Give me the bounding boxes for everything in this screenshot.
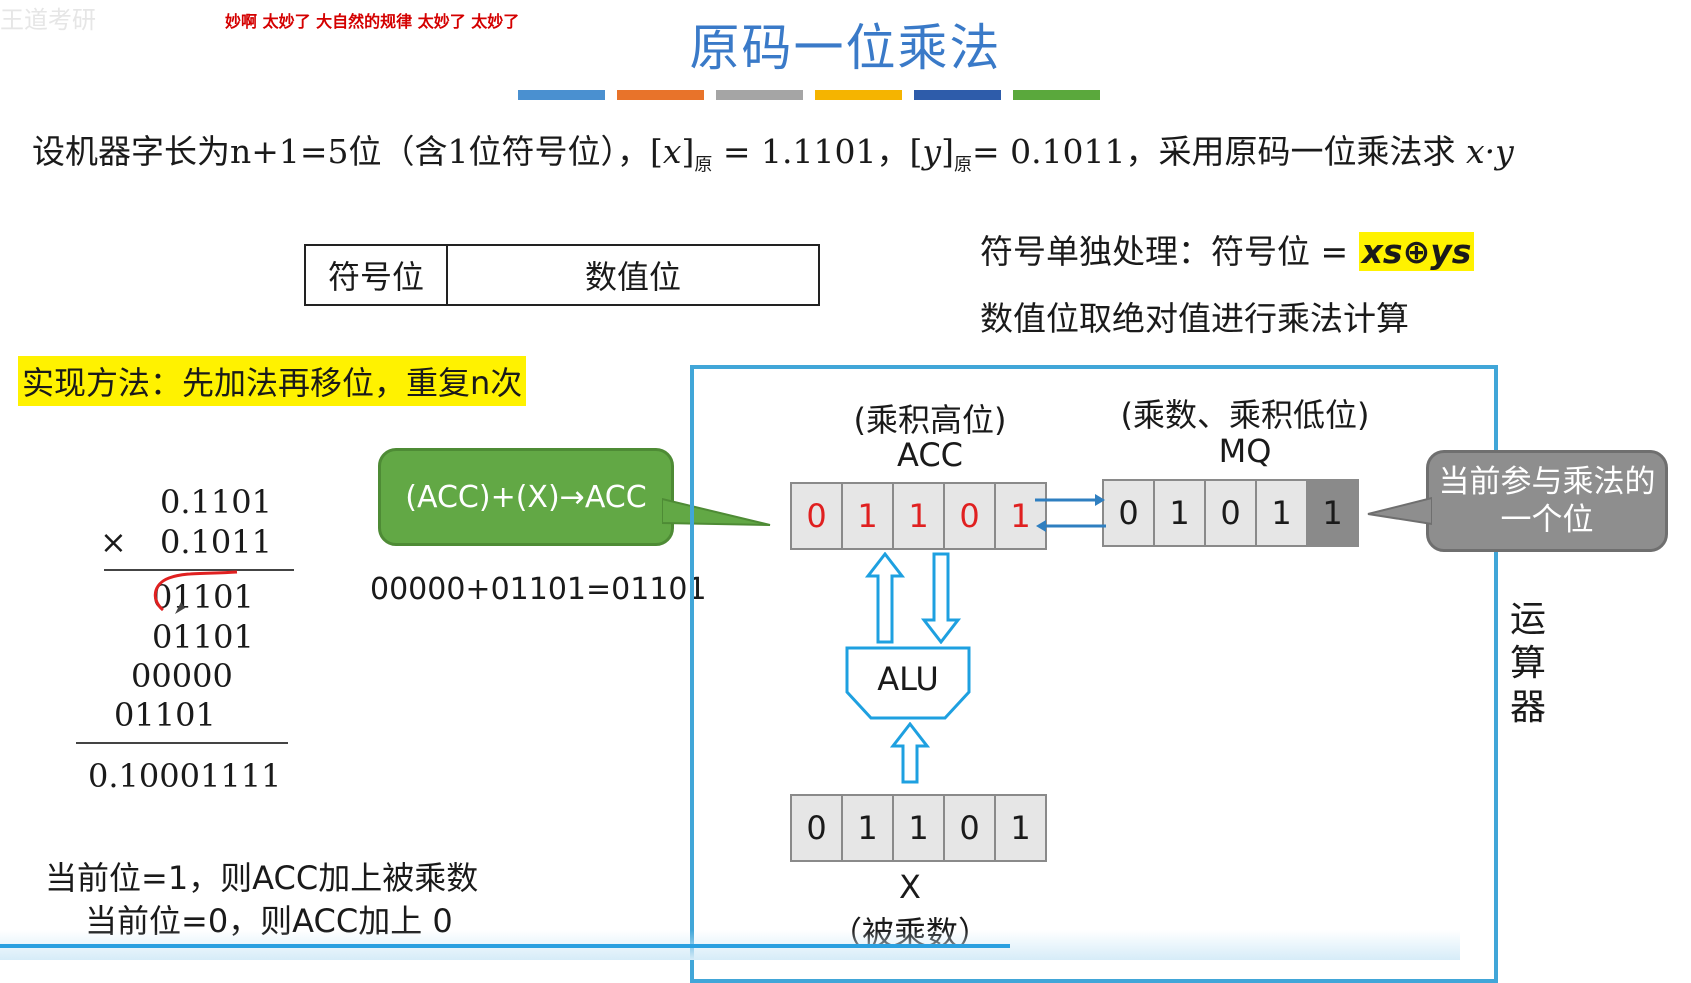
- times-sign: ×: [100, 523, 127, 561]
- partial-product-4: 01101: [114, 696, 216, 734]
- problem-text-a: 设机器字长为n+1=5位（含1位符号位），[: [32, 132, 663, 171]
- mq-current-bit: 1: [1306, 479, 1359, 547]
- x-register: 0 1 1 0 1: [790, 794, 1047, 862]
- stripe-3: [716, 90, 803, 100]
- mq-name: MQ: [1218, 432, 1272, 470]
- format-box: 符号位 数值位: [304, 244, 820, 306]
- abs-value-note: 数值位取绝对值进行乘法计算: [980, 299, 1409, 338]
- acc-caption: (乘积高位): [853, 401, 1007, 439]
- acc-bit: 1: [994, 482, 1047, 550]
- calc-rule-1: [104, 569, 294, 571]
- gray-bubble-tail: [1367, 496, 1432, 526]
- multiplier: 0.1011: [160, 523, 272, 561]
- partial-product-1: 01101: [152, 578, 254, 616]
- mq-bit: 1: [1255, 479, 1308, 547]
- sign-formula: xs⊕ys: [1358, 232, 1475, 271]
- x-sub: 原: [694, 154, 713, 176]
- mq-bit: 0: [1204, 479, 1257, 547]
- sign-note: 符号单独处理：符号位 = xs⊕ys: [980, 225, 1475, 273]
- alu-label: ALU: [877, 660, 939, 698]
- stripe-4: [815, 90, 902, 100]
- stripe-6: [1013, 90, 1100, 100]
- x-var: x: [662, 132, 682, 171]
- watermark: 王道考研: [0, 6, 96, 34]
- video-progress-bar[interactable]: [0, 944, 1010, 948]
- danmaku-comment: 妙啊 太妙了 大自然的规律 太妙了 太妙了: [225, 12, 520, 31]
- xy-expression: x·y: [1455, 132, 1514, 171]
- mq-bit: 0: [1102, 479, 1155, 547]
- x-name: X: [899, 868, 921, 906]
- acc-mq-arrows: [1035, 494, 1106, 532]
- acc-alu-arrows: [864, 552, 962, 644]
- y-value: = 0.1011，采用原码一位乘法求: [971, 132, 1456, 171]
- red-annotation: [153, 570, 238, 614]
- acc-bit: 1: [841, 482, 894, 550]
- stripe-1: [518, 90, 605, 100]
- y-sub: 原: [953, 154, 972, 176]
- value-bits-cell: 数值位: [584, 258, 681, 296]
- sum-expression: 00000+01101=01101: [370, 572, 707, 607]
- acc-bit: 0: [943, 482, 996, 550]
- partial-product-2: 01101: [152, 618, 254, 656]
- method-text: 实现方法：先加法再移位，重复n次: [18, 356, 527, 406]
- mq-register: 0 1 0 1 1: [1102, 479, 1359, 547]
- partial-product-3: 00000: [131, 657, 233, 695]
- x-bit: 0: [943, 794, 996, 862]
- y-var: y: [922, 132, 942, 171]
- x-bit: 1: [994, 794, 1047, 862]
- acc-register: 0 1 1 0 1: [790, 482, 1047, 550]
- stripe-2: [617, 90, 704, 100]
- x-value: = 1.1101，[: [712, 132, 923, 171]
- sign-note-prefix: 符号单独处理：符号位 =: [980, 232, 1359, 271]
- mq-bit: 1: [1153, 479, 1206, 547]
- alu-shape: [845, 646, 971, 720]
- product-result: 0.10001111: [88, 757, 282, 795]
- green-bubble-tail: [662, 497, 771, 526]
- calc-rule-2: [76, 742, 288, 744]
- alu-frame-label: 运算器: [1509, 599, 1546, 728]
- multiplicand: 0.1101: [160, 483, 272, 521]
- x-bit: 1: [892, 794, 945, 862]
- alu-frame: [690, 365, 1498, 983]
- current-bit-bubble: 当前参与乘法的一个位: [1426, 450, 1668, 552]
- x-bit: 1: [841, 794, 894, 862]
- x-to-alu-arrow: [890, 722, 930, 784]
- problem-statement: 设机器字长为n+1=5位（含1位符号位），[x]原 = 1.1101，[y]原=…: [32, 132, 1514, 176]
- acc-bit: 1: [892, 482, 945, 550]
- slide-title: 原码一位乘法: [689, 19, 1002, 77]
- mq-caption: (乘数、乘积低位): [1120, 396, 1370, 434]
- rule-bit-one: 当前位=1，则ACC加上被乘数: [45, 859, 479, 897]
- acc-name: ACC: [896, 436, 963, 474]
- sign-bit-cell: 符号位: [306, 246, 448, 304]
- acc-bit: 0: [790, 482, 843, 550]
- stripe-5: [914, 90, 1001, 100]
- x-bit: 0: [790, 794, 843, 862]
- acc-add-bubble: (ACC)+(X)→ACC: [378, 448, 674, 546]
